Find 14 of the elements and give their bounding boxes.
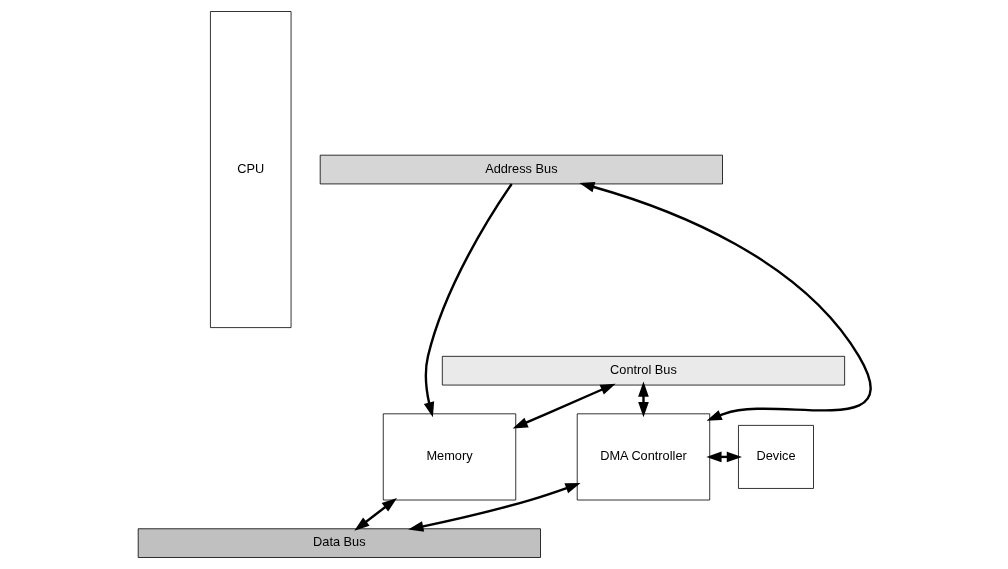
arrow: [578, 181, 871, 421]
arrow: [512, 383, 616, 429]
node-box: Data Bus: [137, 528, 541, 558]
node-box: DMA Controller: [576, 413, 710, 501]
node-box: CPU: [209, 11, 291, 328]
node-box: Device: [737, 425, 814, 489]
arrow: [353, 498, 397, 531]
arrow: [637, 381, 649, 418]
node-box: Address Bus: [319, 154, 723, 185]
arrow: [705, 451, 742, 463]
arrow: [407, 483, 581, 532]
node-box: Memory: [382, 413, 516, 501]
arrow: [423, 183, 513, 418]
node-box: Control Bus: [441, 355, 845, 386]
